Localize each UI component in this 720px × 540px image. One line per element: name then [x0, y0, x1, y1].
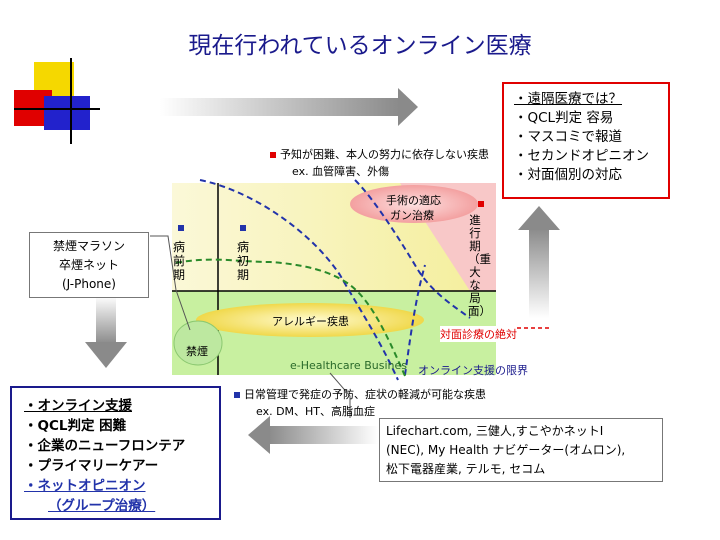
gray-box-line: 卒煙ネット: [58, 258, 119, 272]
red-box-item: ・QCL判定 容易: [514, 110, 614, 126]
remote-medicine-box: ・遠隔医療では？ ・QCL判定 容易 ・マスコミで報道 ・セカンドオピニオン ・…: [502, 82, 670, 199]
blue-box-item: ・オンライン支援: [24, 398, 132, 414]
stage-early-label: 病初期: [236, 240, 249, 282]
quit-smoking-ellipse: [173, 320, 223, 366]
online-support-box: ・オンライン支援 ・QCL判定 困難 ・企業のニューフロンテア ・プライマリーケ…: [10, 386, 221, 520]
blue-box-item: （グループ治療）: [48, 498, 156, 514]
ehealth-label: e-Healthcare Busines: [290, 359, 407, 372]
legend-bottom-marker: [234, 392, 240, 398]
right-up-arrow: [518, 206, 560, 318]
gray-box-line: (J-Phone): [62, 277, 116, 291]
red-box-item: ・マスコミで報道: [514, 129, 622, 145]
online-limit-label: オンライン支援の限界: [418, 364, 528, 377]
allergy-ellipse: [196, 303, 424, 337]
legend-bottom: 日常管理で発症の予防、症状の軽減が可能な疾患: [234, 386, 486, 402]
stage-advanced-label: 進行期（重大な局面）: [468, 213, 491, 318]
surgery-label-2: ガン治療: [390, 209, 434, 222]
title-main: 現在行われている: [188, 33, 371, 59]
stage-pre-label: 病前期: [172, 240, 185, 282]
red-box-item: ・対面個別の対応: [514, 167, 622, 183]
page-title: 現在行われているオンライン医療: [0, 26, 720, 60]
company-line: 松下電器産業, テルモ, セコム: [386, 462, 546, 476]
blue-box-item: ・ネットオピニオン: [24, 478, 146, 494]
title-emphasis: オンライン医療: [370, 33, 532, 59]
legend-bottom-line1: 日常管理で発症の予防、症状の軽減が可能な疾患: [244, 388, 486, 401]
legend-top: 予知が困難、本人の努力に依存しない疾患: [270, 146, 489, 162]
decor-horizontal-line: [14, 108, 100, 110]
left-down-arrow: [85, 296, 127, 368]
top-arrow: [160, 88, 418, 126]
surgery-label-1: 手術の適応: [386, 194, 441, 207]
red-box-item: ・遠隔医療では？: [514, 91, 622, 107]
legend-top-example: ex. 血管障害、外傷: [292, 165, 390, 178]
smoking-programs-box: 禁煙マラソン 卒煙ネット (J-Phone): [29, 232, 149, 298]
blue-box-item: ・企業のニューフロンテア: [24, 438, 186, 454]
legend-bottom-example: ex. DM、HT、高脂血症: [256, 405, 376, 418]
quit-smoking-label: 禁煙: [186, 345, 208, 358]
company-line: Lifechart.com, 三健人,すこやかネットI: [386, 424, 604, 438]
bottom-arrow: [248, 416, 378, 454]
decor-blue-square: [44, 96, 90, 130]
blue-box-item: ・QCL判定 困難: [24, 418, 127, 434]
face-to-face-label: 対面診療の絶対: [440, 326, 517, 342]
legend-top-line1: 予知が困難、本人の努力に依存しない疾患: [280, 148, 489, 161]
company-line: (NEC), My Health ナビゲーター(オムロン),: [386, 443, 626, 457]
blue-box-item: ・プライマリーケアー: [24, 458, 159, 474]
legend-top-marker: [270, 152, 276, 158]
red-box-item: ・セカンドオピニオン: [514, 148, 649, 164]
allergy-label: アレルギー疾患: [272, 315, 349, 328]
company-list-box: Lifechart.com, 三健人,すこやかネットI (NEC), My He…: [379, 418, 663, 482]
gray-box-line: 禁煙マラソン: [52, 239, 125, 253]
decor-vertical-line: [70, 58, 72, 144]
